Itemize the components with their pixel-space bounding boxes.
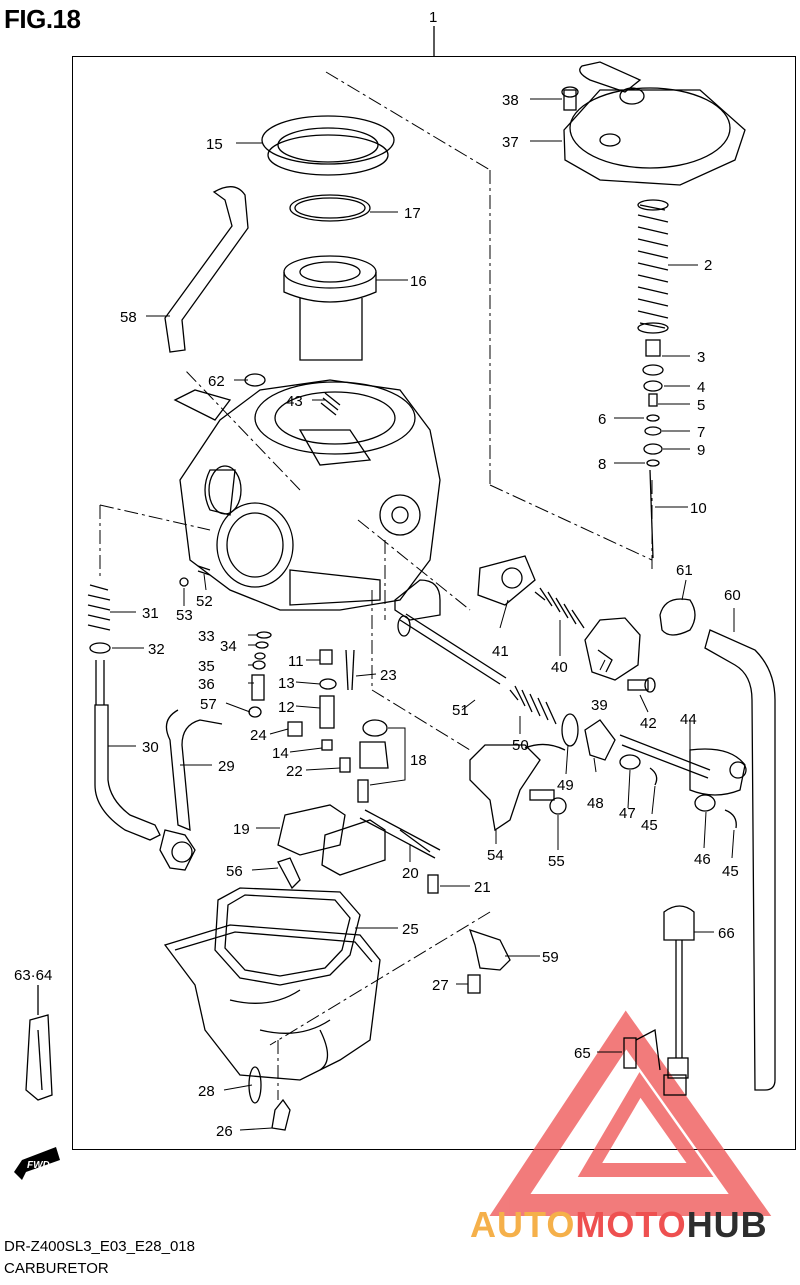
part-label-24: 24 [250, 727, 267, 744]
part-label-41: 41 [492, 643, 509, 660]
part-label-51: 51 [452, 702, 469, 719]
part-label-20: 20 [402, 865, 419, 882]
part-label-60: 60 [724, 587, 741, 604]
part-label-8: 8 [598, 456, 606, 473]
part-label-29: 29 [218, 758, 235, 775]
part-label-50: 50 [512, 737, 529, 754]
part-label-13: 13 [278, 675, 295, 692]
part-label-2: 2 [704, 257, 712, 274]
part-label-66: 66 [718, 925, 735, 942]
part-label-31: 31 [142, 605, 159, 622]
part-label-59: 59 [542, 949, 559, 966]
part-label-48: 48 [587, 795, 604, 812]
part-label-38: 38 [502, 92, 519, 109]
diagram-name: CARBURETOR [4, 1260, 109, 1277]
part-label-5: 5 [697, 397, 705, 414]
watermark-part-2: MOTO [575, 1204, 687, 1245]
part-label-11: 11 [288, 653, 304, 670]
part-label-6: 6 [598, 411, 606, 428]
part-label-3: 3 [697, 349, 705, 366]
part-label-57: 57 [200, 696, 217, 713]
part-label-39: 39 [591, 697, 608, 714]
part-label-15: 15 [206, 136, 223, 153]
part-label-17: 17 [404, 205, 421, 222]
part-label-65: 65 [574, 1045, 591, 1062]
part-label-44: 44 [680, 711, 697, 728]
part-label-25: 25 [402, 921, 419, 938]
figure-title: FIG.18 [4, 4, 81, 34]
part-label-63-64: 63·64 [14, 967, 52, 984]
part-label-12: 12 [278, 699, 295, 716]
part-label-21: 21 [474, 879, 491, 896]
part-label-26: 26 [216, 1123, 233, 1140]
watermark-part-3: HUB [686, 1204, 768, 1245]
part-label-56: 56 [226, 863, 243, 880]
part-label-53: 53 [176, 607, 193, 624]
part-label-36: 36 [198, 676, 215, 693]
part-label-47: 47 [619, 805, 636, 822]
part-label-28: 28 [198, 1083, 215, 1100]
part-label-9: 9 [697, 442, 705, 459]
part-label-14: 14 [272, 745, 289, 762]
part-label-58: 58 [120, 309, 137, 326]
part-label-49: 49 [557, 777, 574, 794]
part-label-45a: 45 [641, 817, 658, 834]
part-label-7: 7 [697, 424, 705, 441]
part-label-18: 18 [410, 752, 427, 769]
part-label-62: 62 [208, 373, 225, 390]
fwd-arrow-icon: FWD [14, 1147, 60, 1180]
part-label-37: 37 [502, 134, 519, 151]
part-label-4: 4 [697, 379, 705, 396]
part-label-22: 22 [286, 763, 303, 780]
watermark-text: AUTOMOTOHUB [470, 1204, 768, 1246]
part-label-61: 61 [676, 562, 693, 579]
part-label-40: 40 [551, 659, 568, 676]
part-label-46: 46 [694, 851, 711, 868]
part-label-52: 52 [196, 593, 213, 610]
part-label-23: 23 [380, 667, 397, 684]
part-label-30: 30 [142, 739, 159, 756]
part-label-35: 35 [198, 658, 215, 675]
part-label-19: 19 [233, 821, 250, 838]
part-label-33: 33 [198, 628, 215, 645]
part-label-42: 42 [640, 715, 657, 732]
part-label-10: 10 [690, 500, 707, 517]
watermark-part-1: AUTO [470, 1204, 576, 1245]
fwd-label: FWD [27, 1160, 50, 1171]
part-label-34: 34 [220, 638, 237, 655]
part-label-16: 16 [410, 273, 427, 290]
diagram-code: DR-Z400SL3_E03_E28_018 [4, 1238, 195, 1255]
part-label-45b: 45 [722, 863, 739, 880]
part-label-55: 55 [548, 853, 565, 870]
part-label-1: 1 [429, 9, 437, 26]
diagram-frame [72, 56, 796, 1150]
part-label-54: 54 [487, 847, 504, 864]
part-label-27: 27 [432, 977, 449, 994]
watermark-logo-icon [489, 1010, 772, 1216]
part-label-32: 32 [148, 641, 165, 658]
part-label-43: 43 [286, 393, 303, 410]
